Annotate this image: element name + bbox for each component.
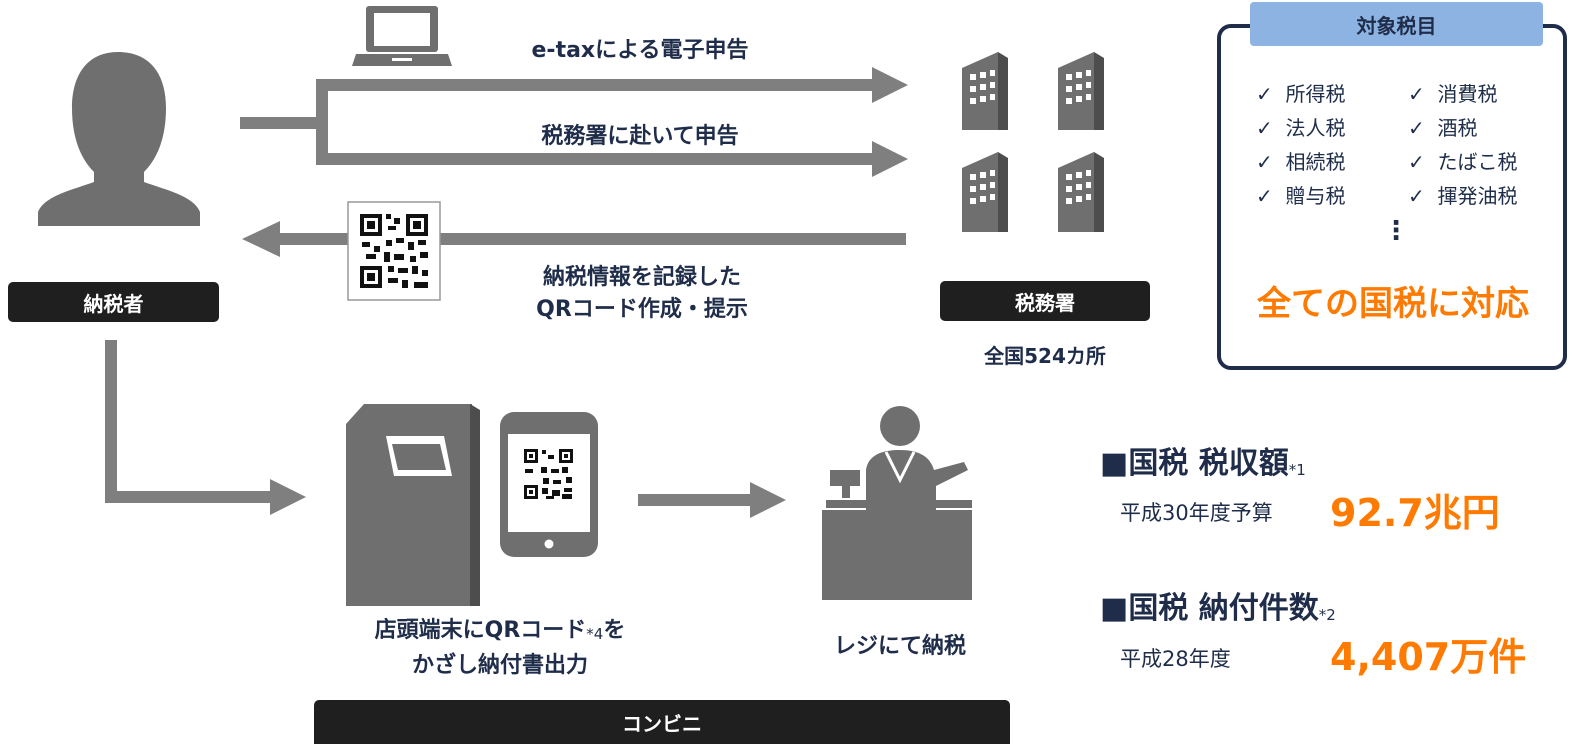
check-icon: ✓ <box>1408 116 1425 140</box>
check-icon: ✓ <box>1408 82 1425 106</box>
qr-return-arrow <box>242 221 906 257</box>
more-taxes-ellipsis: ⋮ <box>1383 216 1409 246</box>
tax-item-label: 消費税 <box>1437 82 1498 106</box>
tax-item: ✓ 相続税 <box>1256 146 1345 175</box>
tax-item: ✓ 揮発油税 <box>1408 180 1517 209</box>
all-taxes-supported: 全ての国税に対応 <box>1257 284 1529 324</box>
tax-item-label: たばこ税 <box>1437 150 1518 174</box>
tax-item: ✓ 法人税 <box>1256 112 1345 141</box>
terminal-label-line1: 店頭端末にQRコード*4を <box>300 614 700 649</box>
tax-item-label: 酒税 <box>1437 116 1478 140</box>
tax-item-label: 法人税 <box>1285 116 1346 140</box>
tax-revenue-note: *1 <box>1288 461 1306 479</box>
etax-label: e-taxによる電子申告 <box>531 38 749 63</box>
check-icon: ✓ <box>1408 184 1425 208</box>
convenience-store-label: コンビニ <box>314 700 1010 744</box>
store-arrow <box>105 340 306 515</box>
register-label: レジにて納税 <box>833 634 966 659</box>
tax-item: ✓ 酒税 <box>1408 112 1477 141</box>
payment-count-value: 4,407万件 <box>1330 635 1527 679</box>
tax-item: ✓ 消費税 <box>1408 78 1497 107</box>
tax-item-label: 所得税 <box>1285 82 1346 106</box>
check-icon: ✓ <box>1256 116 1273 140</box>
smartphone-icon <box>500 412 598 557</box>
building-icon <box>962 52 1104 232</box>
submission-arrows <box>240 67 908 177</box>
kiosk-icon <box>346 404 480 606</box>
terminal-label: 店頭端末にQRコード*4を かざし納付書出力 <box>300 614 700 683</box>
person-icon <box>38 52 200 226</box>
visit-label: 税務署に赴いて申告 <box>541 124 739 149</box>
taxpayer-label: 納税者 <box>8 282 219 322</box>
tax-revenue-heading: ■国税 税収額*1 <box>1100 438 1306 482</box>
tax-office-count: 全国524カ所 <box>984 344 1106 368</box>
register-arrow <box>638 482 786 518</box>
target-taxes-box <box>1217 24 1567 370</box>
target-taxes-title: 対象税目 <box>1250 2 1543 46</box>
terminal-label-note: *4 <box>586 625 604 643</box>
qr-code-icon <box>347 201 441 301</box>
tax-revenue-period: 平成30年度予算 <box>1120 501 1273 525</box>
tax-item: ✓ 贈与税 <box>1256 180 1345 209</box>
terminal-label-text-b: を <box>603 618 626 643</box>
tax-item: ✓ 所得税 <box>1256 78 1345 107</box>
tax-item-label: 相続税 <box>1285 150 1346 174</box>
cashier-icon <box>822 406 972 600</box>
terminal-label-text-a: 店頭端末にQRコード <box>374 618 587 643</box>
payment-count-heading-text: ■国税 納付件数 <box>1100 591 1319 626</box>
check-icon: ✓ <box>1256 82 1273 106</box>
check-icon: ✓ <box>1256 184 1273 208</box>
tax-item: ✓ たばこ税 <box>1408 146 1517 175</box>
tax-item-label: 贈与税 <box>1285 184 1346 208</box>
check-icon: ✓ <box>1408 150 1425 174</box>
tax-office-label: 税務署 <box>940 281 1150 321</box>
qr-label-line1: 納税情報を記録した <box>542 265 741 290</box>
laptop-icon <box>352 6 452 66</box>
check-icon: ✓ <box>1256 150 1273 174</box>
tax-revenue-heading-text: ■国税 税収額 <box>1100 446 1289 481</box>
tax-revenue-value: 92.7兆円 <box>1330 491 1500 535</box>
payment-count-period: 平成28年度 <box>1120 647 1231 671</box>
payment-count-heading: ■国税 納付件数*2 <box>1100 583 1336 627</box>
qr-label: 納税情報を記録した QRコード作成・提示 <box>462 262 822 326</box>
qr-label-line2: QRコード作成・提示 <box>536 297 748 322</box>
terminal-label-line2: かざし納付書出力 <box>411 653 588 678</box>
payment-count-note: *2 <box>1318 606 1336 624</box>
tax-item-label: 揮発油税 <box>1437 184 1518 208</box>
